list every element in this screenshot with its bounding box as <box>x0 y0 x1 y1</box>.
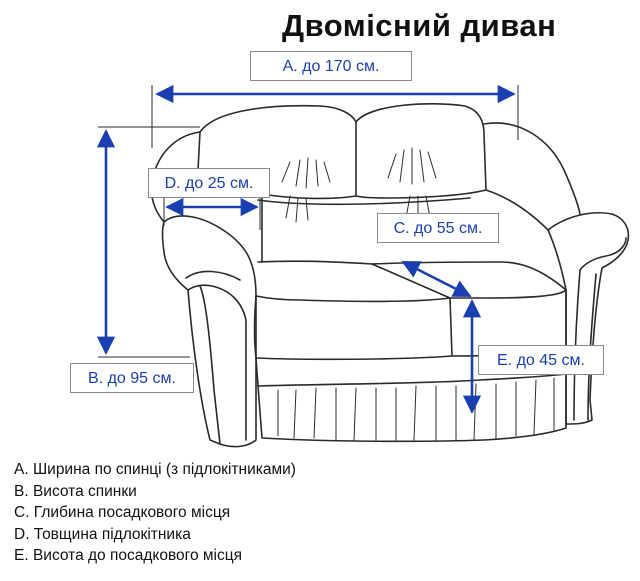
dim-label-d: D. до 25 см. <box>148 168 270 198</box>
dim-label-c: C. до 55 см. <box>377 213 499 243</box>
dim-label-a: A. до 170 см. <box>250 51 412 81</box>
legend-item: C. Глибина посадкового місця <box>14 504 231 521</box>
right-arm <box>547 211 630 425</box>
sofa-outline <box>150 103 630 448</box>
legend-item: B. Висота спинки <box>14 482 137 500</box>
dimension-lines <box>96 84 516 414</box>
sofa-base <box>255 349 567 387</box>
back-wing-right <box>483 122 581 215</box>
back-cushion-right <box>355 103 487 199</box>
page-title: Двомісний диван <box>282 8 557 43</box>
legend-list: A. Ширина по спинці (з підлокітниками) B… <box>14 459 296 567</box>
legend-item: D. Товщина підлокітника <box>14 525 191 543</box>
dim-line-c <box>401 260 472 298</box>
seat-cushion-right <box>371 261 567 299</box>
seat-cushion-left <box>255 260 451 303</box>
extension-lines <box>98 85 519 358</box>
dim-label-e: E. до 45 см. <box>478 345 604 375</box>
legend-item: E. Висота до посадкового місця <box>14 547 243 564</box>
legend-item: A. Ширина по спинці (з підлокітниками) <box>14 461 296 478</box>
dim-label-b: B. до 95 см. <box>70 363 194 393</box>
left-arm <box>161 215 257 448</box>
seat-front-left <box>253 295 453 361</box>
